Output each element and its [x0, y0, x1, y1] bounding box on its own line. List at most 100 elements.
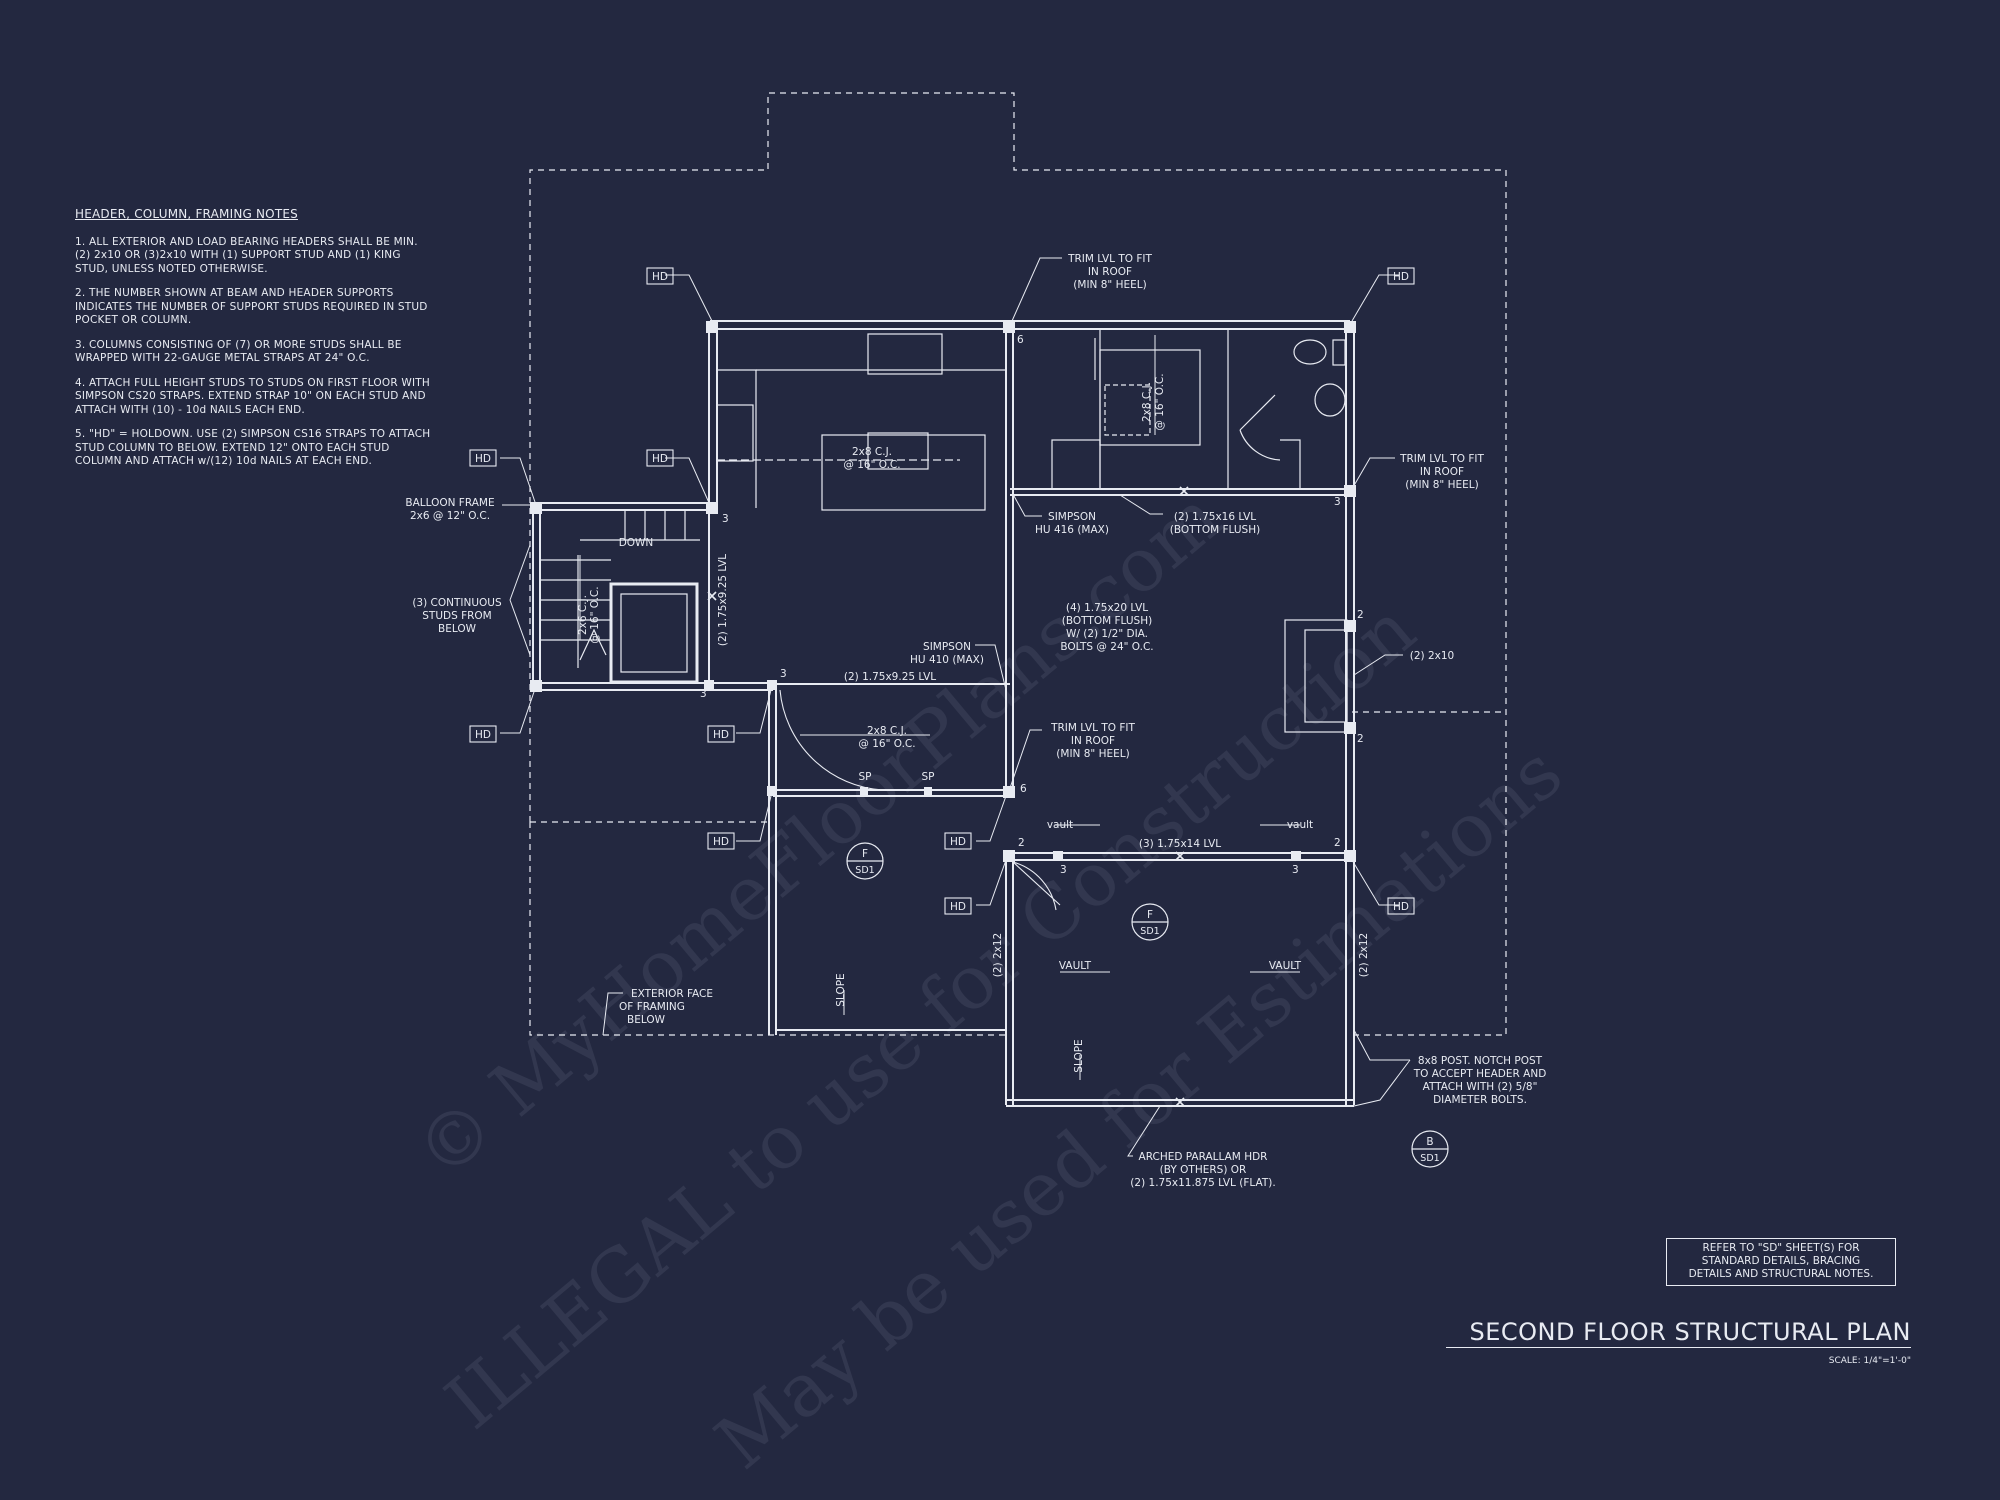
hd-label: HD	[950, 836, 966, 848]
exterior-face-1: EXTERIOR FACE	[631, 988, 713, 1000]
stair-cj-line1: 2x6 C.J.	[577, 595, 589, 635]
walls	[532, 320, 1355, 1107]
header-2x12-left: (2) 2x12	[992, 933, 1004, 977]
cj-arrows	[579, 335, 1300, 1080]
detail-marker-circles	[846, 842, 1449, 1168]
hd-boxes	[469, 267, 1415, 915]
continuous-studs-line3: BELOW	[438, 623, 477, 635]
exterior-framing-outline	[529, 92, 1507, 1036]
lvl-1-75x16-1: (2) 1.75x16 LVL	[1174, 511, 1256, 523]
lvl-1-75x20-3: W/ (2) 1/2" DIA.	[1066, 628, 1148, 640]
header-2x12-right: (2) 2x12	[1358, 933, 1370, 977]
arched-hdr-1: ARCHED PARALLAM HDR	[1139, 1151, 1268, 1163]
trim-lvl-top-3: (MIN 8" HEEL)	[1073, 279, 1146, 291]
vault-caps-label: VAULT	[1059, 960, 1092, 972]
fireplace	[1284, 619, 1348, 733]
note-5: 5. "HD" = HOLDOWN. USE (2) SIMPSON CS16 …	[75, 428, 431, 467]
hd-label: HD	[652, 271, 668, 283]
detail-marker-letter: B	[1426, 1136, 1433, 1148]
kitchen-counters	[716, 333, 1006, 511]
trim-lvl-mid-2: IN ROOF	[1071, 735, 1115, 747]
hd-label: HD	[950, 901, 966, 913]
lvl-1-75x14: (3) 1.75x14 LVL	[1139, 838, 1221, 850]
simpson-hu410-2: HU 410 (MAX)	[910, 654, 984, 666]
trim-lvl-top-1: TRIM LVL TO FIT	[1067, 253, 1152, 265]
exterior-face-3: BELOW	[627, 1014, 666, 1026]
refer-box-line1: REFER TO "SD" SHEET(S) FOR	[1702, 1242, 1860, 1254]
note-2: 2. THE NUMBER SHOWN AT BEAM AND HEADER S…	[75, 287, 428, 326]
trim-lvl-mid-3: (MIN 8" HEEL)	[1056, 748, 1129, 760]
plan-scale: SCALE: 1/4"=1'-0"	[1828, 1356, 1911, 1366]
cj-kitchen-1: 2x8 C.J.	[852, 446, 892, 458]
refer-box-line3: DETAILS AND STRUCTURAL NOTES.	[1688, 1268, 1874, 1280]
slope-label: SLOPE	[1073, 1039, 1085, 1072]
detail-marker-sheet: SD1	[1140, 926, 1159, 937]
trim-lvl-top-2: IN ROOF	[1088, 266, 1132, 278]
detail-marker-sheet: SD1	[855, 865, 874, 876]
door-swings	[779, 480, 1061, 911]
trim-lvl-right-2: IN ROOF	[1420, 466, 1464, 478]
columns	[530, 321, 1356, 862]
beam-markers	[707, 486, 1189, 1107]
stud-count: 3	[700, 688, 707, 700]
note-4: 4. ATTACH FULL HEIGHT STUDS TO STUDS ON …	[75, 376, 430, 416]
stud-count: 6	[1017, 334, 1024, 346]
framing-notes: HEADER, COLUMN, FRAMING NOTES 1. ALL EXT…	[75, 207, 435, 480]
detail-marker-letter: F	[862, 848, 868, 860]
continuous-studs-line2: STUDS FROM	[422, 610, 492, 622]
hd-label: HD	[475, 729, 491, 741]
cj-kitchen-2: @ 16" O.C.	[843, 459, 900, 471]
stud-count: 6	[1020, 783, 1027, 795]
stair-cj-line2: @ 16" O.C.	[589, 586, 601, 643]
vault-label: vault	[1047, 819, 1073, 831]
stud-count: 3	[780, 668, 787, 680]
hd-label: HD	[1393, 901, 1409, 913]
simpson-hu416-1: SIMPSON	[1048, 511, 1096, 523]
lvl-1-75x9-25: (2) 1.75x9.25 LVL	[844, 671, 936, 683]
leader-lines	[500, 257, 1411, 1157]
simpson-hu410-1: SIMPSON	[923, 641, 971, 653]
hd-label: HD	[1393, 271, 1409, 283]
sp-label: SP	[859, 771, 872, 783]
exterior-face-2: OF FRAMING	[619, 1001, 685, 1013]
vault-label: vault	[1287, 819, 1313, 831]
post-8x8-4: DIAMETER BOLTS.	[1433, 1094, 1527, 1106]
refer-box: REFER TO "SD" SHEET(S) FOR STANDARD DETA…	[1666, 1238, 1896, 1286]
balloon-frame-line1: BALLOON FRAME	[405, 497, 494, 509]
note-1: 1. ALL EXTERIOR AND LOAD BEARING HEADERS…	[75, 235, 418, 275]
hd-label: HD	[713, 729, 729, 741]
simpson-hu416-2: HU 416 (MAX)	[1035, 524, 1109, 536]
post-8x8-3: ATTACH WITH (2) 5/8"	[1423, 1081, 1538, 1093]
cj-lower-2: @ 16" O.C.	[858, 738, 915, 750]
lvl-1-75x20-4: BOLTS @ 24" O.C.	[1060, 641, 1153, 653]
bath-fixtures	[1051, 329, 1346, 490]
post-8x8-1: 8x8 POST. NOTCH POST	[1418, 1055, 1543, 1067]
slope-label: SLOPE	[835, 973, 847, 1006]
stud-count: 2	[1357, 733, 1364, 745]
post-8x8-2: TO ACCEPT HEADER AND	[1413, 1068, 1547, 1080]
lvl-1-75x20-1: (4) 1.75x20 LVL	[1066, 602, 1148, 614]
plan-title: SECOND FLOOR STRUCTURAL PLAN	[1446, 1318, 1911, 1348]
arched-hdr-3: (2) 1.75x11.875 LVL (FLAT).	[1130, 1177, 1275, 1189]
detail-marker-letter: F	[1147, 909, 1153, 921]
trim-lvl-right-3: (MIN 8" HEEL)	[1405, 479, 1478, 491]
cj-lower-1: 2x8 C.J.	[867, 725, 907, 737]
balloon-frame-line2: 2x6 @ 12" O.C.	[410, 510, 490, 522]
continuous-studs-line1: (3) CONTINUOUS	[412, 597, 502, 609]
stud-count: 2	[1018, 837, 1025, 849]
cj-bath-1: 2x8 C.J.	[1141, 382, 1153, 422]
hd-label: HD	[652, 453, 668, 465]
lvl-1-75x16-2: (BOTTOM FLUSH)	[1170, 524, 1260, 536]
vault-caps-label: VAULT	[1269, 960, 1302, 972]
refer-box-line2: STANDARD DETAILS, BRACING	[1701, 1255, 1861, 1267]
stud-count: 2	[1334, 837, 1341, 849]
stud-count: 2	[1357, 609, 1364, 621]
lvl-1-75x20-2: (BOTTOM FLUSH)	[1062, 615, 1152, 627]
header-2x10: (2) 2x10	[1410, 650, 1454, 662]
cj-bath-2: @ 16" O.C.	[1154, 373, 1166, 430]
notes-title: HEADER, COLUMN, FRAMING NOTES	[75, 207, 298, 221]
arched-hdr-2: (BY OTHERS) OR	[1160, 1164, 1247, 1176]
stair-down-label: DOWN	[619, 537, 654, 549]
lvl-vertical-left: (2) 1.75x9.25 LVL	[717, 554, 729, 646]
hd-label: HD	[713, 836, 729, 848]
